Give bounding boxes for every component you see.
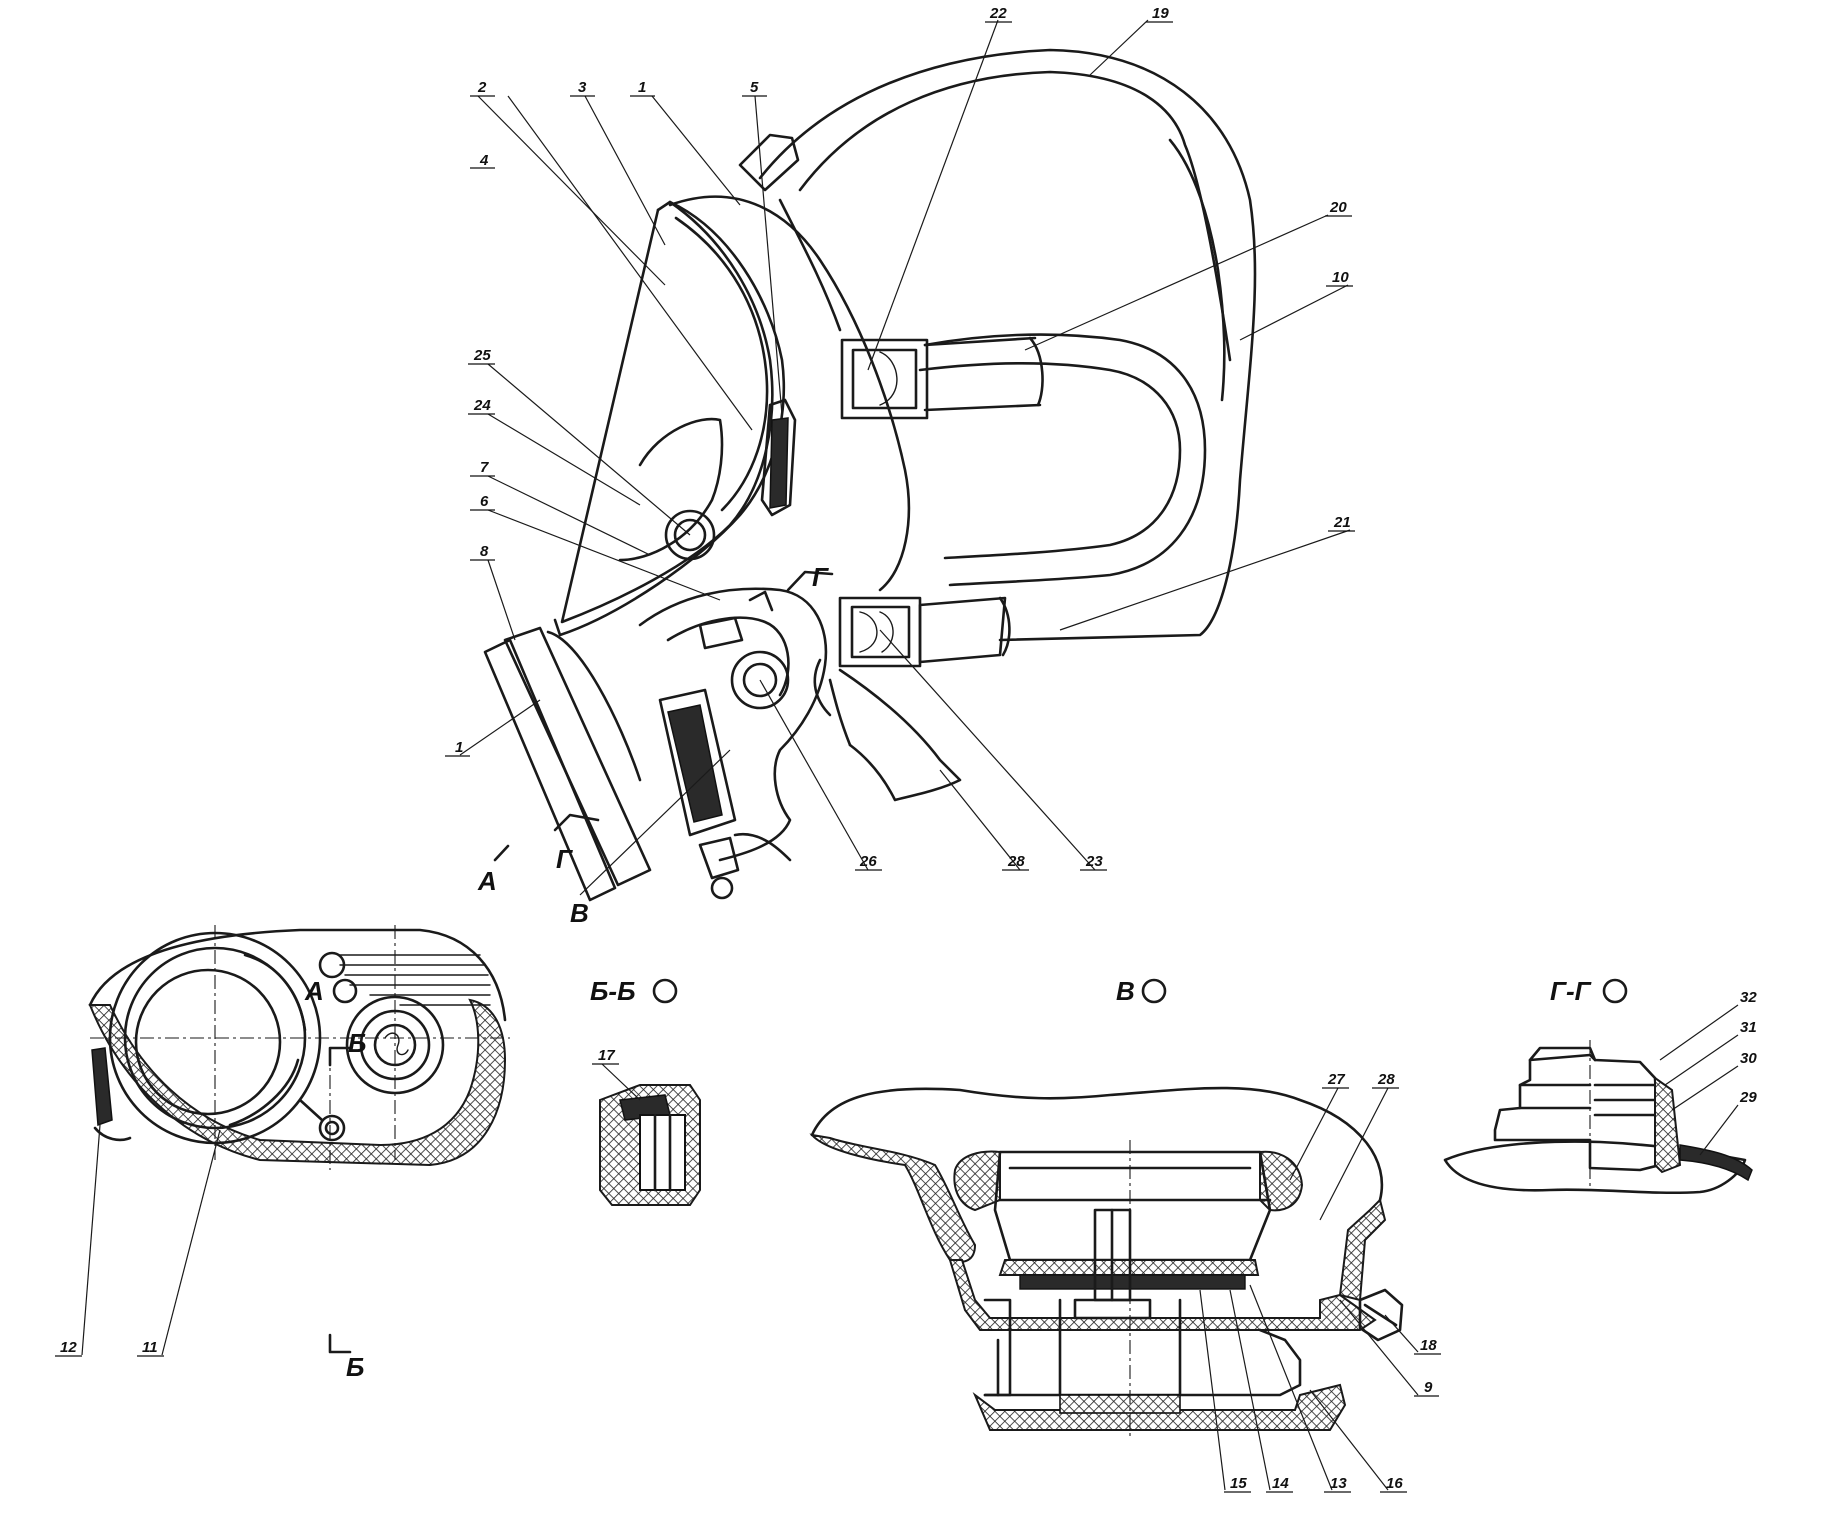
callout-16: 16 (1386, 1475, 1403, 1492)
view-bb-rotation-icon (652, 978, 678, 1004)
harness-outline (758, 48, 1257, 642)
callout-23: 23 (1085, 853, 1103, 870)
section-b-mark-bottom (328, 1333, 352, 1354)
callout-18: 18 (1420, 1337, 1437, 1354)
letter-g-main-top: Г (812, 562, 829, 592)
callout-27: 27 (1327, 1071, 1345, 1088)
callout-7: 7 (480, 459, 489, 476)
callout-30: 30 (1740, 1050, 1757, 1067)
mask-body (668, 195, 911, 592)
callout-4: 4 (479, 152, 489, 169)
callout-32: 32 (1740, 989, 1757, 1006)
callout-15: 15 (1230, 1475, 1247, 1492)
view-a-title: А (304, 976, 324, 1006)
section-g-mark-top (786, 570, 834, 592)
callout-9: 9 (1424, 1379, 1433, 1396)
buckle-23 (838, 596, 922, 668)
view-a (88, 925, 510, 1354)
view-v-title: В (1116, 976, 1135, 1006)
callout-13: 13 (1330, 1475, 1347, 1492)
callout-28-v: 28 (1377, 1071, 1395, 1088)
view-a-grille (339, 954, 491, 1006)
inner-mask-24 (618, 417, 724, 562)
callout-14: 14 (1272, 1475, 1289, 1492)
view-v-shell (809, 1133, 977, 1263)
letter-b-top: Б (348, 1028, 366, 1058)
callout-25: 25 (473, 347, 491, 364)
valve-box (638, 587, 828, 862)
view-bb-title: Б-Б (590, 976, 635, 1006)
callout-21: 21 (1333, 514, 1351, 531)
letter-g-main-bottom: Г (556, 844, 573, 874)
view-a-latch-12 (91, 1047, 113, 1127)
view-a-rotation-icon (332, 978, 358, 1004)
callout-5: 5 (750, 79, 759, 96)
view-gg (1443, 1040, 1753, 1195)
hose-28 (838, 668, 962, 802)
view-a-opening (134, 968, 282, 1116)
valve-25 (664, 509, 716, 561)
buckle-22 (840, 338, 929, 420)
speech-membrane-26 (730, 650, 790, 710)
view-gg-base (1443, 1140, 1747, 1195)
view-v (809, 1086, 1404, 1440)
callout-11: 11 (142, 1339, 158, 1356)
callout-labels: 1 2 3 4 5 22 19 20 10 21 25 24 7 6 8 1 2… (55, 5, 1757, 1493)
section-b-mark-top (328, 1046, 352, 1067)
callout-31: 31 (1740, 1019, 1757, 1036)
callout-28-main: 28 (1007, 853, 1025, 870)
view-gg-fitting (1493, 1053, 1662, 1172)
callout-8: 8 (480, 543, 489, 560)
callout-24: 24 (473, 397, 491, 414)
view-gg-title: Г-Г (1550, 976, 1592, 1006)
callout-29: 29 (1739, 1089, 1757, 1106)
callout-6: 6 (480, 493, 489, 510)
view-gg-seal (1654, 1076, 1682, 1174)
strap-loop (923, 333, 1207, 587)
section-letters: А Г В Г Б Б (346, 562, 829, 1382)
callout-3: 3 (578, 79, 587, 96)
view-a-housing (88, 998, 507, 1167)
valve-8 (503, 626, 652, 887)
clamp-5 (760, 398, 797, 517)
callout-17: 17 (598, 1047, 615, 1064)
callout-20: 20 (1329, 199, 1347, 216)
lower-strap-21 (918, 596, 1007, 664)
harness-inner-band (798, 70, 1232, 362)
upper-strap-20 (923, 336, 1042, 412)
main-side-view (483, 48, 1257, 902)
callout-12: 12 (60, 1339, 77, 1356)
letter-v-main: В (570, 898, 589, 928)
callout-26: 26 (859, 853, 877, 870)
view-v-seal-ring-27 (953, 1150, 1001, 1212)
view-gg-rotation-icon (1602, 978, 1628, 1004)
letter-a-main: А (477, 866, 497, 896)
view-v-body-outline (810, 1086, 1384, 1202)
callout-1-top: 1 (638, 79, 646, 96)
view-v-screw-18 (1358, 1288, 1404, 1342)
view-bb (599, 1084, 701, 1206)
view-v-rotation-icon (1141, 978, 1167, 1004)
section-g-mark-bottom (553, 813, 600, 832)
view-titles: А Б-Б В Г-Г (304, 976, 1628, 1006)
callout-19: 19 (1152, 5, 1169, 22)
callout-1-bottom: 1 (455, 739, 463, 756)
callout-10: 10 (1332, 269, 1349, 286)
leader-lines (81, 19, 1739, 1491)
callout-22: 22 (989, 5, 1007, 22)
callout-2: 2 (477, 79, 487, 96)
letter-b-bottom: Б (346, 1352, 364, 1382)
